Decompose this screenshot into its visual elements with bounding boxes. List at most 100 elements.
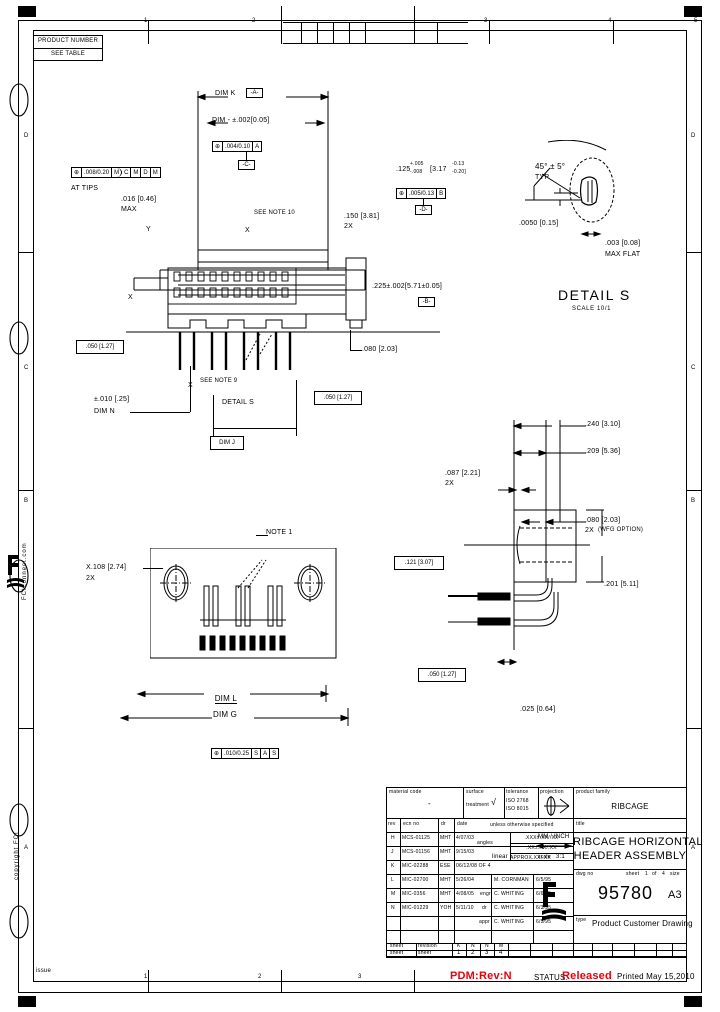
datum-c-leader <box>246 152 247 160</box>
size-label: size <box>670 871 680 877</box>
gdt-value-tips: .008/0.20 <box>82 168 113 177</box>
rev-row-h-4 <box>386 888 573 889</box>
detail-s-angle: 45° ± 5° <box>535 162 566 171</box>
units-arrow-icon <box>536 843 572 849</box>
see-note-10-label: SEE NOTE 10 <box>254 210 295 216</box>
pdm-label: PDM: <box>450 970 479 982</box>
dim-125-label: .125 <box>396 166 411 173</box>
ck-row-6-role: appr <box>479 919 490 925</box>
dim-k-label: DIM K <box>215 90 236 97</box>
zone-tick-top-1 <box>148 20 149 44</box>
ck-row-4-role: engr <box>480 891 491 897</box>
gdt-position-a: ⊕ .004/0.10 A <box>212 141 263 152</box>
x-label-front-left: X <box>188 382 193 389</box>
zone-tick-left-c <box>18 490 34 491</box>
rev-row-h-5 <box>386 902 573 903</box>
rev-row-h-2 <box>386 860 573 861</box>
sheet-rev-2: N <box>485 943 489 949</box>
dim-125-lower-tol: -.008 <box>410 169 423 175</box>
datum-d-frame: -D- <box>415 205 432 215</box>
tol-value-2: .XX±.XX/.XX <box>510 845 573 851</box>
sheet-rev-grid-bottom <box>386 957 687 958</box>
zone-label-top-5: 5 <box>694 18 698 24</box>
dim-n-leader-h <box>130 412 190 413</box>
dim-g-label: DIM G <box>213 710 238 719</box>
tolerance-std2: ISO 8015 <box>506 806 529 812</box>
sheet-rev-mid <box>386 950 687 951</box>
datum-a-frame: -A- <box>246 88 263 98</box>
rev-row-5-rev: N <box>391 905 395 911</box>
rev-row-h-7 <box>386 930 573 931</box>
gdt-symbol-position-bottom: ⊕ <box>212 749 223 758</box>
zone-tick-bot-3 <box>414 970 415 992</box>
zone-tick-top-5 <box>613 20 614 44</box>
corner-mark-br <box>684 996 702 1007</box>
dim-125-upper-tol: +.005 <box>410 161 424 167</box>
zone-label-left-a: A <box>24 845 29 851</box>
sheet-border-right <box>701 20 702 993</box>
copyright-left: copyright FCI <box>14 831 20 880</box>
rev-col-1 <box>400 818 401 943</box>
rev-row-3-ecn: MIC-02700 <box>402 877 429 883</box>
product-number-box-divider <box>33 48 103 49</box>
title-label-row-bottom <box>573 832 687 833</box>
sheet-of-label: of <box>652 871 657 877</box>
gdt-modifier-m2: M <box>131 168 142 177</box>
title-block <box>386 787 687 957</box>
dim-080-leader-v <box>350 330 351 350</box>
dim-l-text: DIM L <box>214 694 238 705</box>
status-label: STATUS: <box>534 973 568 982</box>
detail-s-title: DETAIL S <box>558 287 631 303</box>
surface-label2: treatment <box>466 802 489 808</box>
dim-125-mm-lower: -0.20] <box>452 169 466 175</box>
dim-125-mm: [3.17 <box>430 166 447 173</box>
rev-row-2-ecn: MIC-02288 <box>402 863 429 869</box>
zone-tick-left-b <box>18 728 34 729</box>
drawing-title-line2: HEADER ASSEMBLY <box>573 850 687 862</box>
datum-d-label: -D- <box>419 207 428 213</box>
sheet-num-0: 1 <box>457 950 461 956</box>
zone-tick-right-b <box>687 728 702 729</box>
corner-mark-bl <box>18 996 36 1007</box>
zone-label-left-d: D <box>24 133 29 139</box>
issue-label: issue <box>36 968 52 974</box>
gdt-symbol-position-tips: ⊕ <box>72 168 83 177</box>
angles-label: angles <box>477 840 493 846</box>
tol-row-split-2 <box>510 853 573 854</box>
tolerance-std1: ISO 2768 <box>506 798 529 804</box>
dwg-no-value: 95780 <box>598 883 654 903</box>
detail-s-ref-label: DETAIL S <box>222 399 254 406</box>
tol-value-3: APPROX.XX/.XX <box>510 855 551 861</box>
gdt-symbol-position-a: ⊕ <box>213 142 224 151</box>
product-number-label: PRODUCT NUMBER <box>37 38 99 44</box>
x-label-front-top: X <box>245 227 250 234</box>
sheet-rev-3: M <box>499 943 504 949</box>
rev-row-3-rev: L <box>391 877 394 883</box>
surface-label: surface <box>466 789 484 795</box>
ck-row-4-name: C. WHITING <box>494 891 525 897</box>
revision-row-label: revision <box>418 943 437 949</box>
zone-label-right-b: B <box>691 498 696 504</box>
top-ladder-div-5 <box>365 22 366 44</box>
zone-ovals-left <box>9 83 29 939</box>
rev-row-0-date: 4/07/03 <box>456 835 475 841</box>
units-note-label: unless otherwise specified <box>490 822 554 828</box>
sheet-rev-1: N <box>471 943 475 949</box>
sheet-label: sheet <box>626 871 640 877</box>
zone-label-bot-1: 1 <box>144 974 148 980</box>
rev-row-h-6 <box>386 916 573 917</box>
zone-tick-top-4 <box>489 20 490 44</box>
product-family-label: product family <box>576 789 610 795</box>
dim-050-left-box: .050 [1.27] <box>76 340 124 354</box>
projection-label: projection <box>540 789 564 795</box>
rev-row-0-ecn: MCS-01125 <box>402 835 431 841</box>
sheet-nums-label: sheet <box>390 950 404 956</box>
title-block-row1-bottom <box>386 818 687 819</box>
scale-label: scale <box>538 854 551 860</box>
rev-row-1-rev: J <box>391 849 394 855</box>
datum-b-label: -B- <box>422 299 431 305</box>
product-number-value: SEE TABLE <box>51 51 85 57</box>
sheet-total: 4 <box>662 871 665 877</box>
top-ladder-div-3 <box>333 22 334 44</box>
dim-225-label: .225±.002[5.71±0.05] <box>372 283 443 290</box>
